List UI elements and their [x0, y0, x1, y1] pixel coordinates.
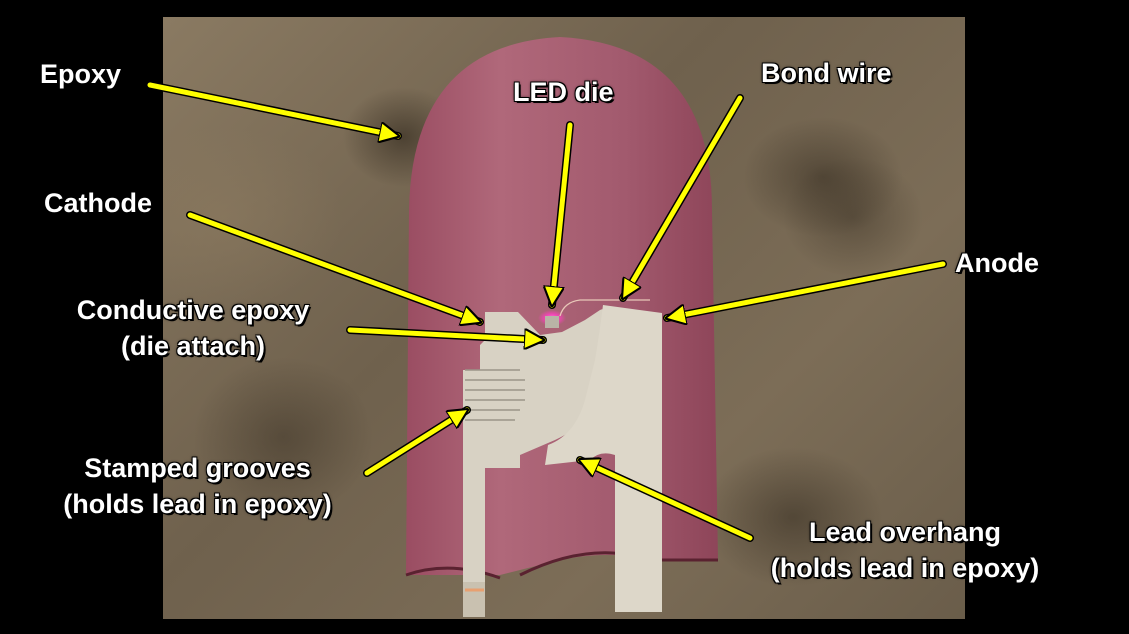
label-epoxy: Epoxy: [40, 59, 122, 89]
label-bond-wire: Bond wire: [761, 58, 892, 88]
label-stamped-grooves-line1: Stamped grooves: [84, 453, 311, 483]
led-die: [545, 316, 559, 328]
label-stamped-grooves: Stamped grooves (holds lead in epoxy): [30, 450, 365, 522]
epoxy-body: [406, 37, 718, 575]
bond-wire: [559, 299, 650, 317]
label-cathode: Cathode: [44, 188, 152, 218]
label-stamped-grooves-line2: (holds lead in epoxy): [63, 489, 332, 519]
arrows: [146, 81, 947, 542]
label-lead-overhang-line2: (holds lead in epoxy): [770, 553, 1040, 583]
label-conductive-epoxy-line2: (die attach): [120, 331, 266, 361]
label-led-die: LED die: [513, 77, 614, 107]
label-anode: Anode: [955, 248, 1039, 278]
label-lead-overhang-line1: Lead overhang: [808, 517, 1002, 547]
label-lead-overhang: Lead overhang (holds lead in epoxy): [740, 514, 1070, 586]
label-conductive-epoxy: Conductive epoxy (die attach): [48, 292, 338, 364]
anode-lead: [545, 305, 662, 612]
label-conductive-epoxy-line1: Conductive epoxy: [76, 295, 310, 325]
